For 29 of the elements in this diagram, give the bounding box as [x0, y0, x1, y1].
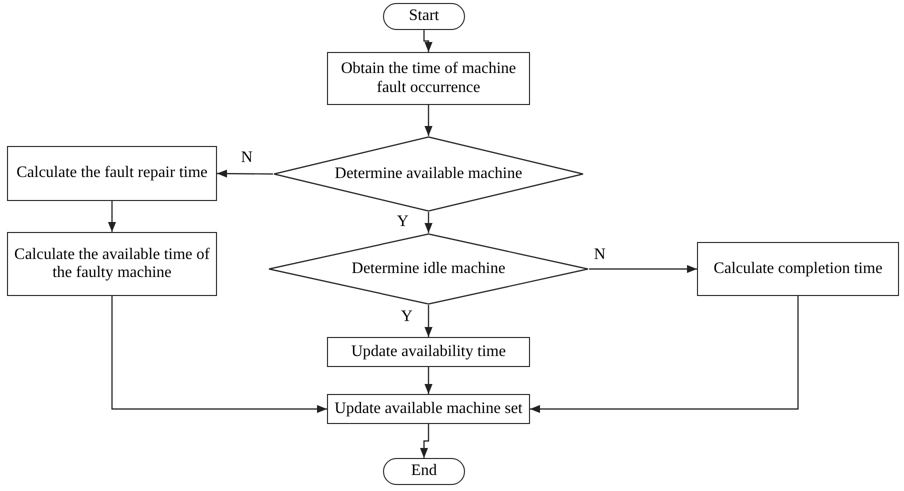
process-box	[327, 52, 530, 105]
arrow	[530, 296, 799, 413]
terminal-box	[383, 458, 465, 485]
node-text: Determine idle machine	[350, 260, 506, 278]
arrow	[423, 30, 432, 52]
process-box	[327, 394, 530, 424]
process-box	[327, 337, 530, 367]
node-text: Calculate the available time of the faulty machine	[13, 246, 211, 282]
process-box	[697, 242, 899, 296]
terminal-box	[383, 3, 465, 30]
node-text: Obtain the time of machine fault occurrence	[340, 60, 518, 97]
node-text: Update availability time	[350, 342, 507, 362]
process-box	[7, 146, 217, 201]
arrow	[420, 424, 430, 458]
process-box	[7, 232, 217, 296]
node-text: Update available machine set	[334, 400, 524, 418]
node-text: Start	[408, 7, 440, 26]
node-text: Calculate the fault repair time	[15, 164, 209, 183]
arrow	[589, 265, 697, 273]
arrow	[217, 170, 273, 178]
arrow	[111, 296, 327, 413]
arrow	[424, 367, 432, 394]
arrow	[108, 201, 116, 232]
arrow	[424, 212, 432, 233]
node-text: Determine available machine	[334, 164, 524, 184]
node-text: End	[410, 462, 438, 481]
arrow	[424, 305, 432, 337]
arrow	[424, 105, 432, 136]
node-text: Calculate completion time	[712, 260, 884, 278]
